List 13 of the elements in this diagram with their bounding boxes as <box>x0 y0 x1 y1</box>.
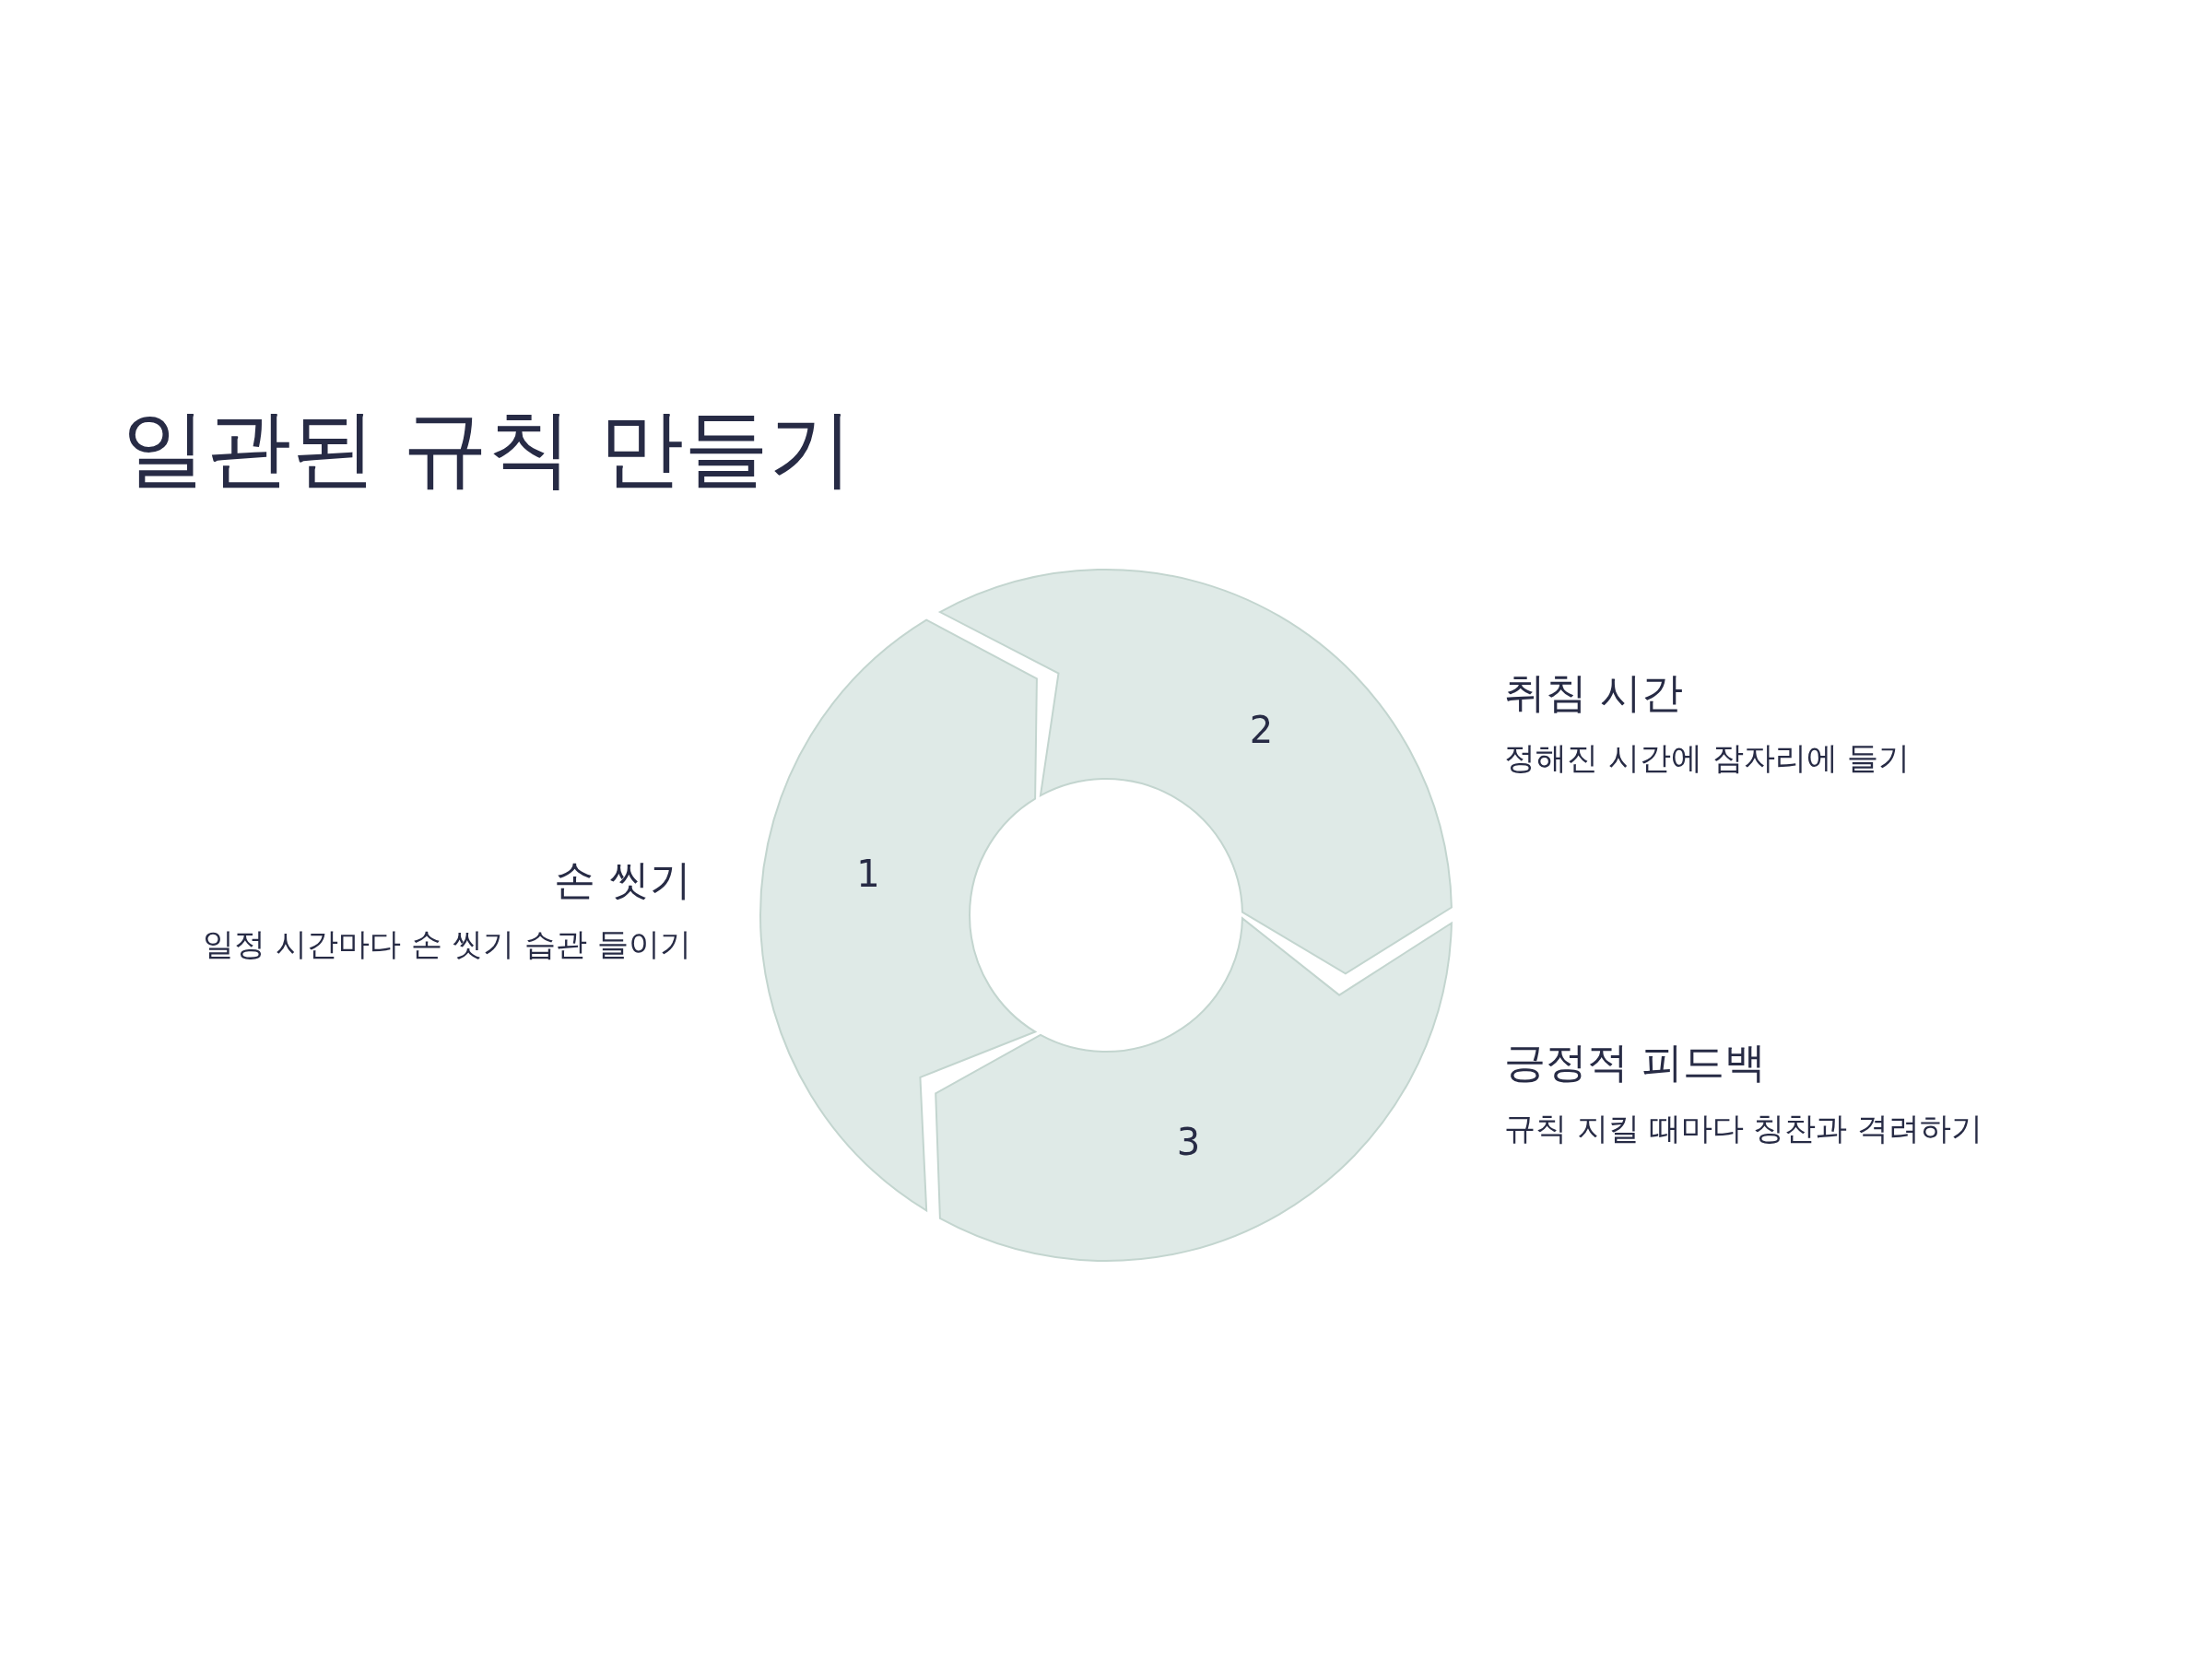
step-description: 정해진 시간에 잠자리에 들기 <box>1504 738 1911 778</box>
step-heading: 긍정적 피드백 <box>1504 1037 1767 1088</box>
cycle-segment <box>935 917 1453 1262</box>
cycle-segment <box>759 618 1037 1211</box>
step-heading: 손 씻기 <box>553 854 691 906</box>
step-description: 규칙 지킬 때마다 칭찬과 격려하기 <box>1504 1109 1983 1148</box>
cycle-segment <box>938 569 1452 975</box>
step-number: 3 <box>1176 1121 1201 1164</box>
step-number: 1 <box>856 852 880 895</box>
step-heading: 취침 시간 <box>1504 667 1684 719</box>
step-description: 일정 시간마다 손 씻기 습관 들이기 <box>202 924 691 964</box>
step-number: 2 <box>1249 709 1274 752</box>
title: 일관된 규칙 만들기 <box>122 398 854 500</box>
